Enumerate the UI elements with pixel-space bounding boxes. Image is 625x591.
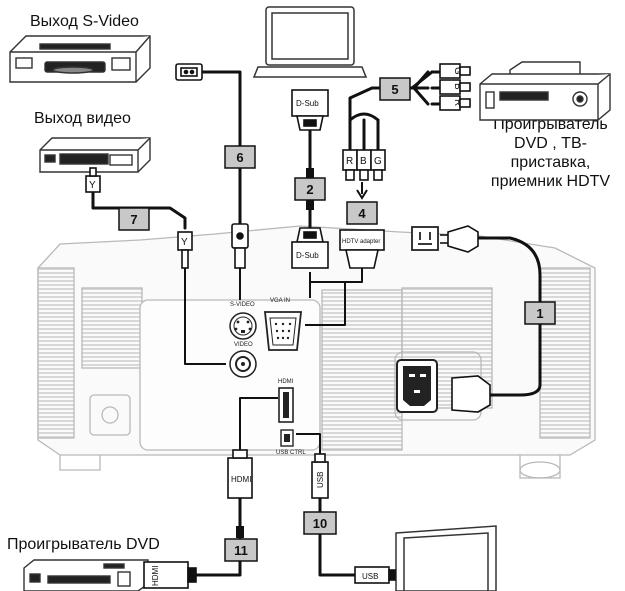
hdmi-port-label: HDMI xyxy=(278,379,294,385)
rca-g-label: G xyxy=(374,156,382,167)
connectors: Y Y D-Sub D-Sub HDTV adapter R B G G B R xyxy=(85,63,491,589)
hdtv-adapter-label: HDTV adapter xyxy=(342,239,380,245)
rca-g-top-label: G xyxy=(452,67,463,75)
cable-10-number: 10 xyxy=(313,516,327,531)
cable-badge-7: 7 xyxy=(118,207,150,231)
cable-badges: 6 7 2 5 4 1 11 10 xyxy=(118,77,556,562)
cable-11-path xyxy=(194,496,242,577)
cable-badge-4: 4 xyxy=(346,201,378,225)
cable-2-number: 2 xyxy=(306,182,313,197)
cable-badge-1: 1 xyxy=(524,301,556,325)
dvd-tv-line-3: приставка, xyxy=(510,154,591,171)
cable-10-path xyxy=(318,496,357,577)
usb-run xyxy=(296,433,321,458)
rca-to-adapter-arrow xyxy=(356,182,368,200)
cable-7-number: 7 xyxy=(130,212,137,227)
vga-port-label: VGA IN xyxy=(270,298,290,304)
hdmi-bottom-label: HDMI xyxy=(151,566,160,586)
cable-1-path xyxy=(476,236,542,397)
cable-6-number: 6 xyxy=(236,150,243,165)
usb-connector-label: USB xyxy=(316,472,325,488)
cable-7-path xyxy=(91,190,187,230)
rca-r-top-label: R xyxy=(452,99,463,106)
rca-b-top-label: B xyxy=(452,83,463,90)
video-port-label: VIDEO xyxy=(234,342,253,348)
cable-badge-11: 11 xyxy=(224,538,258,562)
dvd-tv-line-2: DVD , ТВ- xyxy=(514,135,587,152)
wall-outlet xyxy=(411,226,439,251)
dsub-bottom-label: D-Sub xyxy=(296,251,319,260)
cable-badge-10: 10 xyxy=(303,511,337,535)
hdmi-run xyxy=(239,397,278,458)
video-run xyxy=(184,268,226,365)
cable-badge-6: 6 xyxy=(224,145,256,169)
cable-11-number: 11 xyxy=(234,543,248,558)
rca-y-bottom-label: Y xyxy=(181,237,188,248)
projector-ports: S-VIDEO VGA IN VIDEO HDMI USB CTRL xyxy=(229,298,306,456)
hdmi-connector-label: HDMI xyxy=(231,475,251,484)
rca-b-label: B xyxy=(360,156,367,167)
svideo-source-device xyxy=(9,35,151,83)
cable-badge-5: 5 xyxy=(379,77,411,101)
ac-power-inlet[interactable] xyxy=(396,359,438,413)
usb-ctrl-port-label: USB CTRL xyxy=(276,450,306,456)
dvd-player-device xyxy=(23,559,149,591)
laptop-top xyxy=(252,6,368,78)
cable-1-number: 1 xyxy=(536,306,543,321)
video-source-device xyxy=(39,137,151,173)
cable-4-number: 4 xyxy=(358,206,366,221)
rca-y-top-label: Y xyxy=(89,180,96,191)
video-output-label: Выход видео xyxy=(34,110,131,127)
svideo-port-label: S-VIDEO xyxy=(230,302,255,308)
dvd-player-label: Проигрыватель DVD xyxy=(7,536,160,553)
usb-bottom-label: USB xyxy=(362,572,378,581)
cable-6-path xyxy=(196,70,242,226)
laptop-bottom xyxy=(395,525,497,591)
svideo-output-label: Выход S-Video xyxy=(30,13,139,30)
dvd-tv-line-4: приемник HDTV xyxy=(490,173,611,190)
rca-r-label: R xyxy=(346,156,353,167)
dsub-top-label: D-Sub xyxy=(296,99,319,108)
cable-5-number: 5 xyxy=(391,82,398,97)
dvd-tv-box-device xyxy=(479,61,611,121)
cable-badge-2: 2 xyxy=(294,177,326,201)
